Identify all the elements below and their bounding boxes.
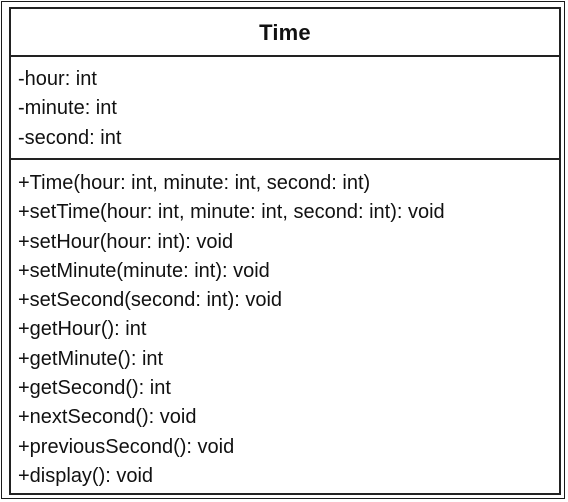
attribute-minute: -minute: int bbox=[18, 97, 117, 120]
method-set-hour: +setHour(hour: int): void bbox=[18, 230, 234, 253]
uml-class-box: Time -hour: int -minute: int -second: in… bbox=[9, 7, 561, 495]
attributes-compartment: -hour: int -minute: int -second: int bbox=[11, 57, 559, 160]
methods-compartment: +Time(hour: int, minute: int, second: in… bbox=[11, 160, 559, 493]
attribute-second: -second: int bbox=[18, 126, 122, 149]
attribute-hour: -hour: int bbox=[18, 68, 97, 90]
method-set-time: +setTime(hour: int, minute: int, second:… bbox=[18, 201, 445, 224]
method-next-second: +nextSecond(): void bbox=[18, 406, 197, 429]
method-get-hour: +getHour(): int bbox=[18, 318, 147, 341]
method-set-minute: +setMinute(minute: int): void bbox=[18, 259, 270, 282]
method-display: +display(): void bbox=[18, 464, 154, 487]
method-get-second: +getSecond(): int bbox=[18, 377, 171, 400]
method-previous-second: +previousSecond(): void bbox=[18, 435, 235, 458]
method-constructor: +Time(hour: int, minute: int, second: in… bbox=[18, 172, 371, 194]
method-get-minute: +getMinute(): int bbox=[18, 347, 164, 370]
method-set-second: +setSecond(second: int): void bbox=[18, 289, 283, 312]
class-name: Time bbox=[11, 9, 559, 57]
